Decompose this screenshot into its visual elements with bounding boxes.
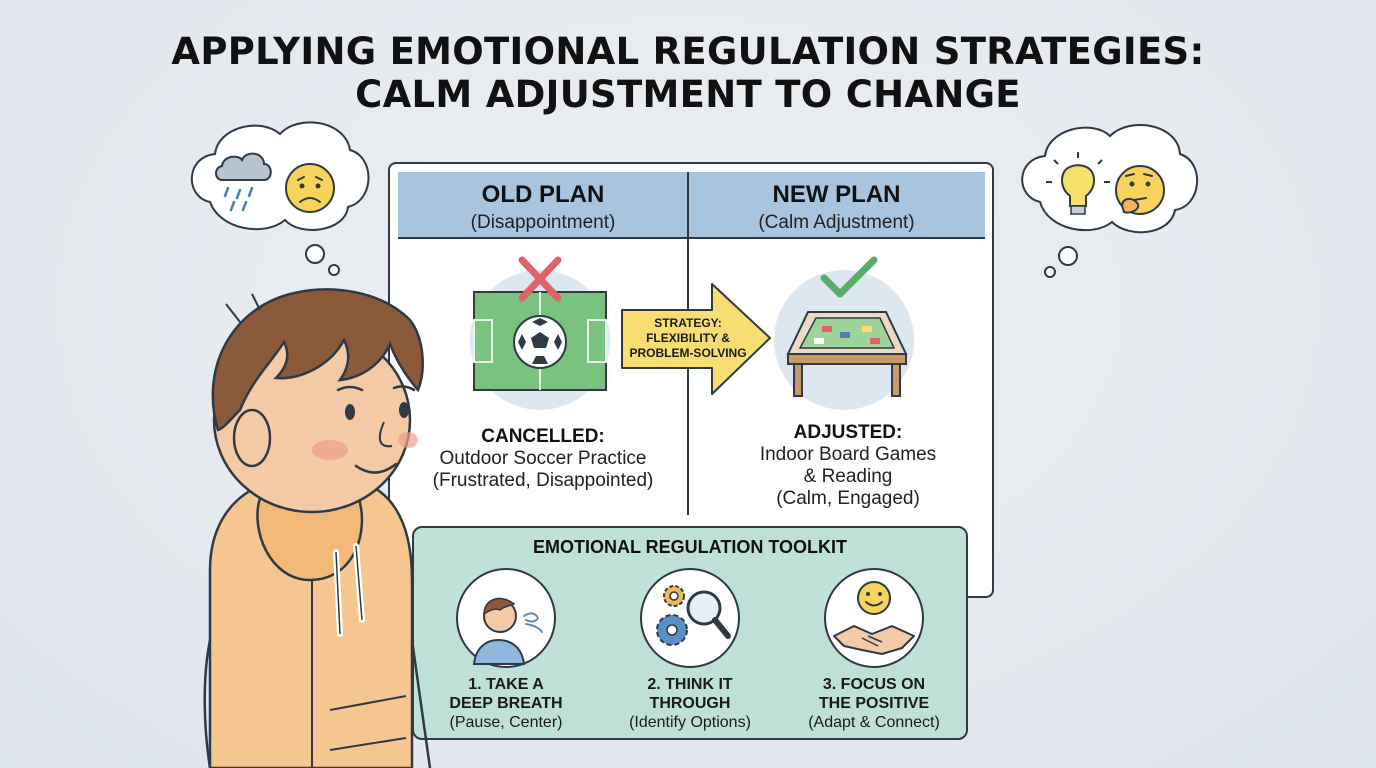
old-plan-feelings: (Frustrated, Disappointed) bbox=[432, 470, 654, 491]
lightbulb-icon bbox=[1046, 152, 1110, 215]
toolkit-item-1: 1. TAKE A DEEP BREATH (Pause, Center) bbox=[449, 676, 563, 731]
strategy-label: STRATEGY: FLEXIBILITY & PROBLEM-SOLVING bbox=[629, 316, 747, 360]
old-plan-activity: Outdoor Soccer Practice bbox=[439, 448, 647, 469]
strategy-arrow bbox=[621, 283, 771, 395]
title-line-1: APPLYING EMOTIONAL REGULATION STRATEGIES… bbox=[171, 30, 1205, 73]
soccer-ball-icon bbox=[513, 315, 567, 369]
cross-mark-icon bbox=[518, 256, 562, 302]
new-plan-activity-1: Indoor Board Games bbox=[759, 444, 937, 465]
new-plan-status: ADJUSTED: bbox=[793, 422, 903, 443]
old-plan-title: OLD PLAN bbox=[481, 181, 605, 208]
check-mark-icon bbox=[820, 256, 878, 298]
toolkit-item-2: 2. THINK IT THROUGH (Identify Options) bbox=[629, 676, 751, 731]
new-plan-header: NEW PLAN (Calm Adjustment) bbox=[688, 172, 985, 239]
toolkit-title: EMOTIONAL REGULATION TOOLKIT bbox=[533, 537, 847, 557]
smile-handshake-icon bbox=[824, 568, 924, 668]
sad-face-icon bbox=[285, 163, 335, 213]
old-plan-subtitle: (Disappointment) bbox=[470, 212, 616, 233]
idea-thought-bubble bbox=[1021, 124, 1198, 278]
toolkit-item-3: 3. FOCUS ON THE POSITIVE (Adapt & Connec… bbox=[808, 676, 940, 731]
old-plan-header: OLD PLAN (Disappointment) bbox=[398, 172, 688, 239]
new-plan-subtitle: (Calm Adjustment) bbox=[758, 212, 915, 233]
new-plan-title: NEW PLAN bbox=[772, 181, 901, 208]
board-game-illustration bbox=[774, 256, 914, 410]
sad-thought-bubble bbox=[190, 121, 370, 276]
rain-cloud-icon bbox=[215, 152, 272, 212]
breathing-person-icon bbox=[456, 568, 556, 668]
new-plan-activity-2: & Reading bbox=[803, 466, 893, 487]
title-line-2: CALM ADJUSTMENT TO CHANGE bbox=[355, 73, 1021, 116]
new-plan-feelings: (Calm, Engaged) bbox=[776, 488, 920, 509]
old-plan-caption: CANCELLED: Outdoor Soccer Practice (Frus… bbox=[398, 426, 688, 492]
soccer-field-illustration bbox=[470, 256, 610, 410]
gears-magnifier-icon bbox=[640, 568, 740, 668]
old-plan-status: CANCELLED: bbox=[481, 426, 605, 447]
thinking-face-icon bbox=[1115, 165, 1165, 215]
boy-illustration bbox=[203, 288, 432, 768]
new-plan-caption: ADJUSTED: Indoor Board Games & Reading (… bbox=[688, 422, 1008, 510]
